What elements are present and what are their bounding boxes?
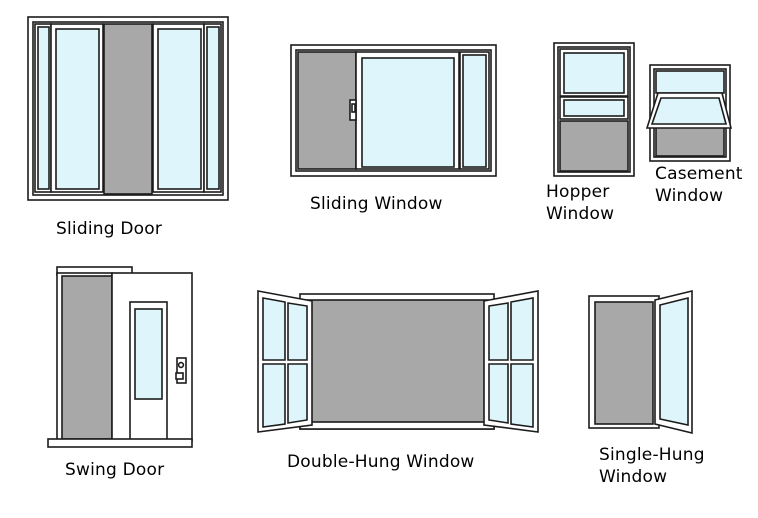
sliding-window-illustration: [290, 44, 497, 177]
double-hung-window-label: Double-Hung Window: [287, 452, 475, 472]
sliding-door-illustration: [27, 16, 229, 201]
sliding-window-label: Sliding Window: [310, 194, 443, 214]
swing-door-illustration: [47, 266, 193, 448]
hopper-window-label: Hopper Window: [546, 182, 615, 224]
swing-door-label: Swing Door: [65, 460, 165, 480]
single-hung-window-label: Single-Hung Window: [599, 445, 705, 487]
sliding-door-label: Sliding Door: [56, 219, 163, 239]
double-hung-window-illustration: [257, 290, 539, 433]
casement-window-label: Casement Window: [655, 164, 743, 206]
single-hung-window-illustration: [588, 289, 693, 435]
casement-window-illustration: [645, 64, 733, 162]
hopper-window-illustration: [553, 42, 635, 177]
